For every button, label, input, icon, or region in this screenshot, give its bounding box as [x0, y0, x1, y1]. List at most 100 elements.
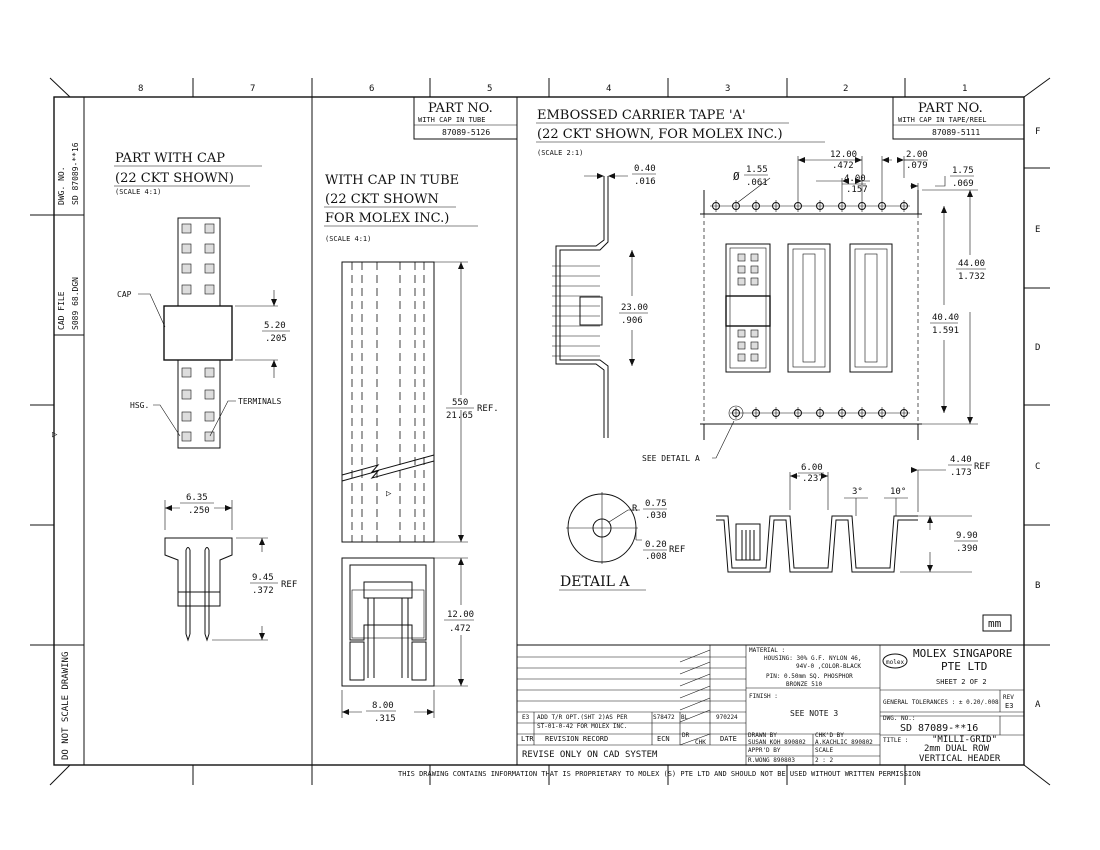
part-with-cap-subtitle: (22 CKT SHOWN) — [115, 171, 234, 186]
zone-numbers: 8 7 6 5 4 3 2 1 — [138, 84, 967, 94]
scale-label: SCALE — [815, 747, 833, 754]
tube-hidden-lines — [351, 262, 425, 542]
header-dr: DR — [682, 732, 690, 739]
zone-letters: F E D C B A — [1035, 127, 1041, 710]
cap-in-tube-scale: (SCALE 4:1) — [325, 235, 371, 243]
angle-3deg: 3° — [852, 487, 863, 497]
tube-section-feet — [349, 641, 427, 681]
dim-1200-in: .472 — [449, 624, 471, 634]
title-label: TITLE : — [883, 737, 908, 744]
tape-section-profile — [716, 515, 918, 569]
cad-file-value-vertical: S089 68.DGN — [71, 277, 80, 330]
cap-in-tube-line2: (22 CKT SHOWN — [325, 192, 439, 207]
dim-075-in: .030 — [645, 511, 667, 521]
title-line1: "MILLI-GRID" — [932, 735, 997, 745]
dim-550-lines — [434, 261, 468, 543]
zone-num-7: 7 — [250, 84, 255, 94]
dim-075-mm: 0.75 — [645, 499, 667, 509]
dim-2300-in: .906 — [621, 316, 643, 326]
angle-10deg: 10° — [890, 487, 906, 497]
revision-ltr: E3 — [522, 714, 530, 721]
revision-dr: BL — [681, 714, 689, 721]
general-tolerances: GENERAL TOLERANCES : ± 0.20/.008 — [883, 699, 999, 706]
title-line3: VERTICAL HEADER — [919, 754, 1001, 764]
title-block: MATERIAL : HOUSING: 30% G.F. NYLON 46, 9… — [516, 644, 1025, 766]
dim-440-in: .173 — [950, 468, 972, 478]
revision-date: 970224 — [716, 714, 738, 721]
dim-175-in: .069 — [952, 179, 974, 189]
material-line4: BRONZE 510 — [786, 681, 823, 688]
dim-020-mm: 0.20 — [645, 540, 667, 550]
carrier-tape-scale: (SCALE 2:1) — [537, 149, 583, 157]
pin-cells-lower — [181, 367, 215, 442]
proprietary-notice: THIS DRAWING CONTAINS INFORMATION THAT I… — [398, 770, 921, 778]
tape-edge-hidden — [703, 214, 919, 424]
dim-4400-mm: 44.00 — [958, 259, 985, 269]
carrier-tape-view: EMBOSSED CARRIER TAPE 'A' (22 CKT SHOWN,… — [536, 108, 990, 573]
cap-body — [163, 305, 233, 361]
checked-by-value: A.KACHLIC 890802 — [815, 739, 873, 746]
part-no-reel-title: PART NO. — [918, 101, 983, 116]
scale-value: 2 : 2 — [815, 757, 833, 764]
zone-letter-f: F — [1035, 127, 1040, 137]
part-no-reel-subtitle: WITH CAP IN TAPE/REEL — [898, 116, 987, 124]
dwg-no-label: DWG. NO.: — [883, 715, 916, 722]
leader-cap — [138, 293, 166, 328]
dim-520-in: .205 — [265, 334, 287, 344]
dim-800-in: .315 — [374, 714, 396, 724]
leader-terminals — [209, 400, 236, 437]
dim-550-in: 21.65 — [446, 411, 473, 421]
view-dividers — [311, 97, 518, 765]
dim-200-mm: 2.00 — [906, 150, 928, 160]
dim-155-in: .061 — [746, 178, 768, 188]
approved-by-value: R.WONG 890803 — [748, 757, 795, 764]
dwg-no-value: SD 87089-**16 — [900, 723, 978, 734]
header-chk: CHK — [695, 739, 706, 746]
zone-arrow-marker: ▷ — [52, 430, 58, 440]
dim-4040-in: 1.591 — [932, 326, 959, 336]
dim-155-mm: 1.55 — [746, 165, 768, 175]
tube-break-line — [341, 454, 435, 476]
dwg-no-value-vertical: SD 87089-**16 — [71, 142, 80, 205]
part-with-cap-view: PART WITH CAP (22 CKT SHOWN) (SCALE 4:1)… — [114, 151, 297, 642]
carrier-tape-subtitle: (22 CKT SHOWN, FOR MOLEX INC.) — [537, 127, 783, 142]
part-with-cap-title: PART WITH CAP — [115, 151, 225, 166]
checked-by-label: CHK'D BY — [815, 732, 844, 739]
zone-letter-d: D — [1035, 343, 1040, 353]
do-not-scale-text: DO NOT SCALE DRAWING — [61, 652, 71, 760]
label-hsg: HSG. — [130, 401, 149, 410]
dim-550-ref: REF. — [477, 404, 499, 414]
drawn-by-label: DRAWN BY — [748, 732, 777, 739]
zone-num-2: 2 — [843, 84, 848, 94]
header-ltr: LTR — [521, 735, 534, 743]
drawn-by-value: SUSAN KOH 890802 — [748, 739, 806, 746]
revision-desc2: ST-01-0-42 FOR MOLEX INC. — [537, 723, 627, 730]
part-no-tube-number: 87089-5126 — [442, 128, 490, 137]
dim-040-in: .016 — [634, 177, 656, 187]
molex-logo — [882, 653, 908, 669]
dwg-no-label-vertical: DWG. NO. — [57, 166, 66, 205]
dim-1200-tape-lines — [797, 156, 863, 200]
dim-400-in: .157 — [846, 185, 868, 195]
dim-990-in: .390 — [956, 544, 978, 554]
tape-edge-lines — [703, 190, 919, 440]
dim-945-in: .372 — [252, 586, 274, 596]
material-line3: PIN: 0.50mm SQ. PHOSPHOR — [766, 673, 853, 680]
finish-label: FINISH : — [749, 693, 778, 700]
dim-440-mm: 4.40 — [950, 455, 972, 465]
cap-in-tube-line3: FOR MOLEX INC.) — [325, 211, 449, 226]
leader-see-detail — [712, 420, 735, 459]
zone-num-5: 5 — [487, 84, 492, 94]
dim-040-lines — [584, 175, 628, 182]
carrier-tape-title: EMBOSSED CARRIER TAPE 'A' — [537, 108, 746, 123]
dim-600-in: .237 — [802, 474, 824, 484]
dim-4040-mm: 40.40 — [932, 313, 959, 323]
label-cap: CAP — [117, 290, 132, 299]
left-margin-strip — [54, 97, 85, 765]
dim-4400-in: 1.732 — [958, 272, 985, 282]
dim-990-lines — [900, 515, 972, 573]
dim-400-lines — [816, 178, 870, 200]
part-no-reel-number: 87089-5111 — [932, 128, 980, 137]
approved-by-label: APPR'D BY — [748, 747, 781, 754]
